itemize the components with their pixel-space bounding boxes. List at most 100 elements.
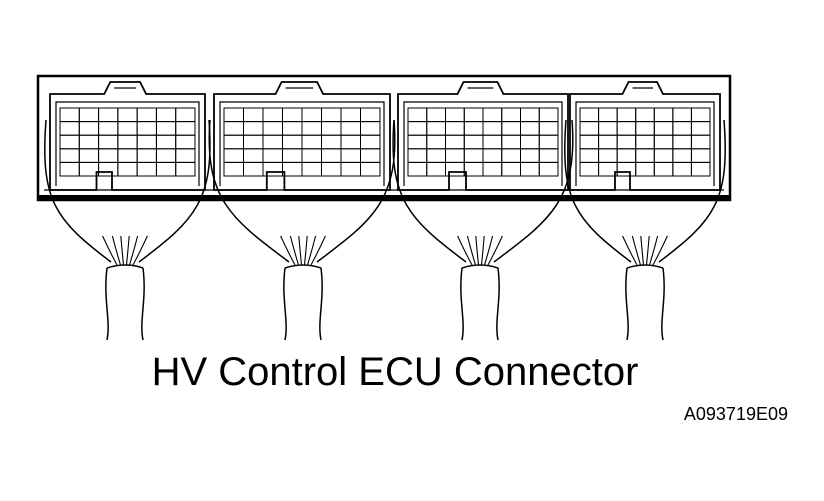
terminal-cavity — [117, 134, 138, 150]
terminal-cavity — [579, 134, 600, 150]
harness-flare-right — [658, 119, 726, 263]
terminal-cavity — [520, 161, 540, 177]
terminal-cavity — [340, 134, 361, 150]
connector-lip — [55, 101, 200, 186]
terminal-cavity — [243, 134, 264, 150]
terminal-cavity — [360, 148, 381, 163]
wire-strand — [102, 235, 118, 266]
terminal-cavity — [340, 148, 361, 163]
terminal-cavity — [223, 134, 244, 150]
wire-harness — [208, 119, 396, 341]
terminal-cavity — [360, 161, 381, 177]
connector-lip — [219, 101, 385, 186]
terminal-cavity — [538, 107, 559, 123]
terminal-cavity — [690, 161, 711, 177]
terminal-cavity — [653, 148, 674, 163]
wire-harnesses — [44, 119, 726, 341]
terminal-cavity — [59, 148, 80, 163]
figure-id: A093719E09 — [683, 404, 788, 424]
terminal-cavity — [598, 134, 618, 150]
terminal-cavity — [538, 148, 559, 163]
terminal-cavity — [282, 148, 303, 163]
terminal-cavity — [175, 161, 196, 177]
terminal-cavity — [243, 107, 264, 123]
terminal-cavity — [136, 134, 157, 150]
terminal-cavity — [445, 134, 465, 150]
wire-harness — [392, 119, 574, 341]
wire-strand — [120, 235, 125, 266]
terminal-cavity — [301, 148, 322, 163]
connector-shell — [49, 81, 206, 191]
harness-flare-right — [316, 119, 396, 263]
terminal-cavity — [520, 121, 540, 136]
wire-strand — [645, 235, 650, 266]
terminal-cavity — [538, 161, 559, 177]
terminal-cavity — [155, 107, 177, 123]
harness-sheath-top — [626, 264, 664, 269]
harness-sheath-top — [106, 264, 144, 269]
terminal-cavity — [321, 161, 342, 177]
terminal-cavity — [520, 107, 540, 123]
terminal-cavity — [538, 121, 559, 136]
terminal-cavity — [262, 107, 283, 123]
terminal-cavity — [136, 121, 157, 136]
wire-strand — [652, 235, 668, 266]
terminal-cavity — [360, 134, 381, 150]
wire-strand — [132, 235, 148, 266]
harness-flare-left — [564, 119, 632, 263]
harness-sheath-right — [496, 267, 500, 341]
terminal-cavity — [482, 121, 503, 136]
terminal-cavity — [321, 148, 342, 163]
terminal-cavity — [321, 121, 342, 136]
harness-flare-left — [392, 119, 467, 263]
terminal-cavity — [501, 148, 521, 163]
terminal-cavity — [501, 121, 521, 136]
terminal-cavity — [262, 148, 283, 163]
wire-harness — [564, 119, 726, 341]
terminal-cavity — [98, 148, 119, 163]
terminal-cavity — [117, 107, 138, 123]
connector-block — [213, 81, 391, 191]
terminal-cavity — [445, 148, 465, 163]
terminal-cavity — [59, 107, 80, 123]
wire-strand — [487, 235, 503, 266]
terminal-cavity — [653, 107, 674, 123]
terminal-cavity — [360, 107, 381, 123]
terminal-cavity — [407, 107, 428, 123]
terminal-cavity — [690, 134, 711, 150]
terminal-cavity — [321, 107, 342, 123]
terminal-cavity — [78, 107, 100, 123]
connector-lip — [403, 101, 563, 186]
terminal-cavity — [243, 161, 264, 177]
terminal-cavity — [262, 134, 283, 150]
terminal-cavity — [59, 161, 80, 177]
wire-strand — [125, 235, 130, 266]
terminal-cavity — [155, 134, 177, 150]
terminal-cavity — [635, 161, 655, 177]
harness-flare-right — [493, 119, 574, 263]
terminal-cavity — [445, 121, 465, 136]
harness-sheath-top — [461, 264, 499, 269]
terminal-cavity — [223, 148, 244, 163]
terminal-cavity — [672, 134, 692, 150]
terminal-grid — [579, 107, 711, 177]
terminal-cavity — [616, 134, 637, 150]
wire-strand — [280, 235, 296, 266]
terminal-cavity — [223, 107, 244, 123]
terminal-cavity — [223, 121, 244, 136]
terminal-cavity — [426, 107, 446, 123]
wire-strand — [631, 235, 642, 266]
terminal-cavity — [463, 148, 484, 163]
terminal-cavity — [463, 121, 484, 136]
wire-strand — [298, 235, 303, 266]
connector-shell — [397, 81, 569, 191]
terminal-cavity — [482, 161, 503, 177]
terminal-cavity — [635, 121, 655, 136]
harness-sheath-left — [105, 267, 109, 341]
wire-strand — [640, 235, 645, 266]
terminal-cavity — [501, 134, 521, 150]
terminal-cavity — [136, 107, 157, 123]
terminal-cavity — [635, 134, 655, 150]
terminal-cavity — [501, 161, 521, 177]
wire-strand — [310, 235, 326, 266]
